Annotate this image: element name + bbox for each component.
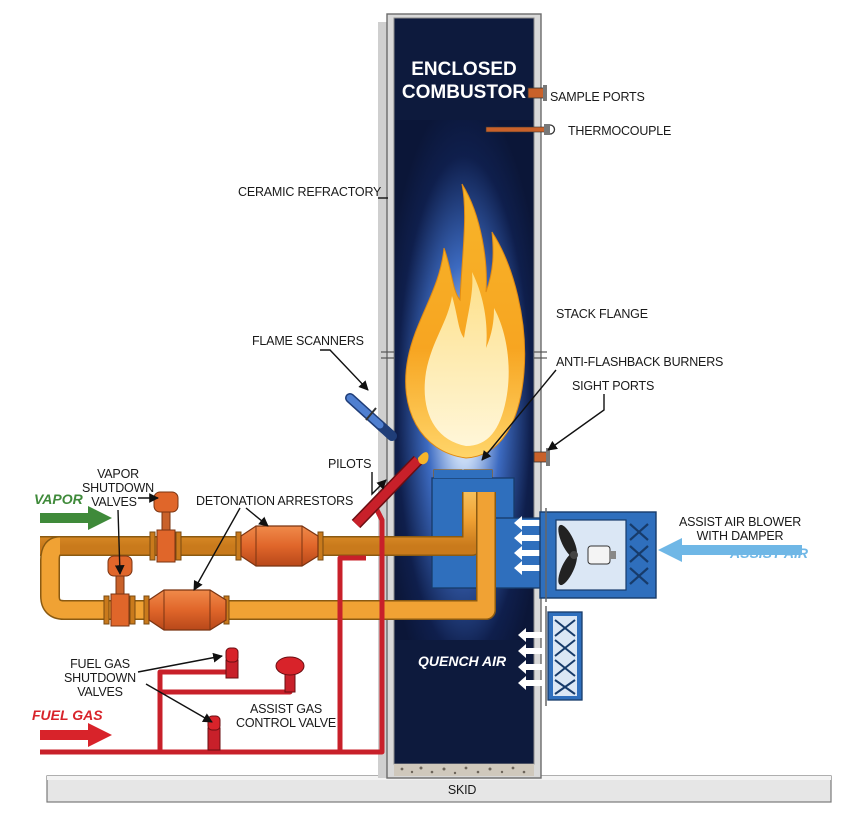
leader-lines bbox=[114, 197, 605, 723]
quench-air-damper bbox=[545, 606, 583, 706]
vapor-shutdown-valves-label-2: SHUTDOWN bbox=[82, 481, 154, 495]
quench-air-arrows bbox=[518, 628, 544, 690]
stack-shadow bbox=[378, 22, 388, 778]
vapor-piping bbox=[40, 492, 496, 625]
flame-scanners-label: FLAME SCANNERS bbox=[252, 334, 364, 348]
flame-scanner bbox=[345, 393, 397, 441]
vapor-shutdown-valves-label-1: VAPOR bbox=[97, 467, 139, 481]
fuel-gas-shutdown-valves-label-3: VALVES bbox=[77, 685, 123, 699]
fuel-gas-inlet-arrow bbox=[40, 723, 112, 747]
assist-gas-control-valve bbox=[275, 656, 305, 693]
assist-air-arrows bbox=[514, 516, 540, 575]
pilots-label: PILOTS bbox=[328, 457, 371, 471]
sample-port bbox=[527, 85, 547, 101]
quench-air-label: QUENCH AIR bbox=[418, 653, 507, 669]
assist-gas-control-valve-label-2: CONTROL VALVE bbox=[236, 716, 336, 730]
assist-air-blower-label-1: ASSIST AIR BLOWER bbox=[679, 515, 801, 529]
assist-air-inlet-arrow bbox=[658, 538, 802, 562]
stack-flange-label: STACK FLANGE bbox=[556, 307, 648, 321]
fuel-gas-label: FUEL GAS bbox=[32, 707, 103, 723]
ceramic-refractory-label: CERAMIC REFRACTORY bbox=[238, 185, 382, 199]
detonation-arrestor-upper bbox=[240, 525, 319, 567]
skid bbox=[46, 775, 832, 803]
thermocouple-label: THERMOCOUPLE bbox=[568, 124, 671, 138]
vapor-shutdown-valve-upper bbox=[153, 491, 179, 563]
sight-port bbox=[533, 448, 550, 466]
vapor-label: VAPOR bbox=[34, 491, 84, 507]
combustor-title-line2: COMBUSTOR bbox=[402, 82, 526, 103]
detonation-arrestor-lower bbox=[148, 589, 227, 631]
fuel-gas-shutdown-valves-label-1: FUEL GAS bbox=[70, 657, 130, 671]
assist-gas-control-valve-label-1: ASSIST GAS bbox=[250, 702, 322, 716]
detonation-arrestors-label: DETONATION ARRESTORS bbox=[196, 494, 353, 508]
combustor-title-line1: ENCLOSED bbox=[411, 59, 517, 80]
blower-fan-icon bbox=[558, 524, 578, 586]
flame bbox=[405, 183, 526, 459]
assist-air-blower-label-2: WITH DAMPER bbox=[697, 529, 784, 543]
assist-air-label: ASSIST AIR bbox=[729, 545, 809, 561]
assist-air-blower bbox=[539, 508, 657, 602]
gravel-bed bbox=[394, 764, 534, 776]
sight-ports-label: SIGHT PORTS bbox=[572, 379, 654, 393]
fuel-gas-shutdown-valve-upper bbox=[225, 647, 239, 679]
vapor-inlet-arrow bbox=[40, 506, 112, 530]
anti-flashback-burners-label: ANTI-FLASHBACK BURNERS bbox=[556, 355, 723, 369]
damper-icon bbox=[629, 523, 649, 585]
skid-label: SKID bbox=[448, 783, 477, 797]
sample-ports-label: SAMPLE PORTS bbox=[550, 90, 645, 104]
thermocouple-probe bbox=[485, 124, 556, 135]
pilot bbox=[351, 452, 429, 529]
vapor-shutdown-valves-label-3: VALVES bbox=[91, 495, 137, 509]
fuel-gas-shutdown-valves-label-2: SHUTDOWN bbox=[64, 671, 136, 685]
